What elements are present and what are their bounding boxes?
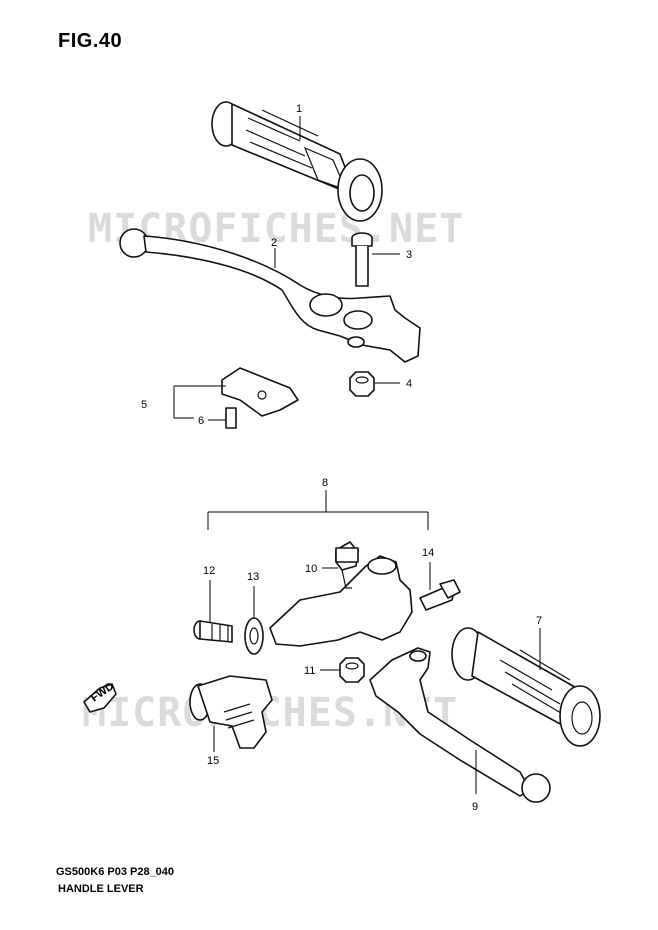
bolt-14 xyxy=(419,579,461,611)
callout-3: 3 xyxy=(406,249,412,261)
callout-6: 6 xyxy=(198,415,204,427)
callout-8: 8 xyxy=(322,477,328,489)
callout-2: 2 xyxy=(271,237,277,249)
footer-caption: HANDLE LEVER xyxy=(58,883,144,895)
grip-right xyxy=(211,101,383,222)
callout-15: 15 xyxy=(207,755,219,767)
callout-12: 12 xyxy=(203,565,215,577)
leader-lines xyxy=(173,116,541,794)
callout-4: 4 xyxy=(406,378,412,390)
callout-9: 9 xyxy=(472,801,478,813)
figure-title: FIG.40 xyxy=(58,30,123,52)
clutch-bracket xyxy=(269,541,413,647)
callout-1: 1 xyxy=(296,103,302,115)
callout-numbers: 1 2 3 4 5 6 7 8 9 10 11 12 13 14 15 xyxy=(141,103,542,813)
brake-lever xyxy=(119,228,421,363)
callout-11: 11 xyxy=(304,665,315,677)
forward-direction-arrow: FWD xyxy=(83,680,117,713)
nut-4 xyxy=(349,371,375,397)
bolt-10 xyxy=(335,547,359,563)
clutch-switch xyxy=(189,675,273,749)
callout-7: 7 xyxy=(536,615,542,627)
bolt-12 xyxy=(193,620,233,643)
footer-model-code: GS500K6 P03 P28_040 xyxy=(56,866,175,878)
pivot-bolt xyxy=(351,232,373,287)
brake-switch xyxy=(221,367,299,429)
callout-14: 14 xyxy=(422,547,434,559)
washer-13 xyxy=(244,617,264,655)
callout-13: 13 xyxy=(247,571,259,583)
nut-11 xyxy=(339,657,365,683)
callout-10: 10 xyxy=(305,563,317,575)
callout-5: 5 xyxy=(141,399,147,411)
grip-left xyxy=(451,627,601,747)
clutch-lever xyxy=(369,647,551,803)
